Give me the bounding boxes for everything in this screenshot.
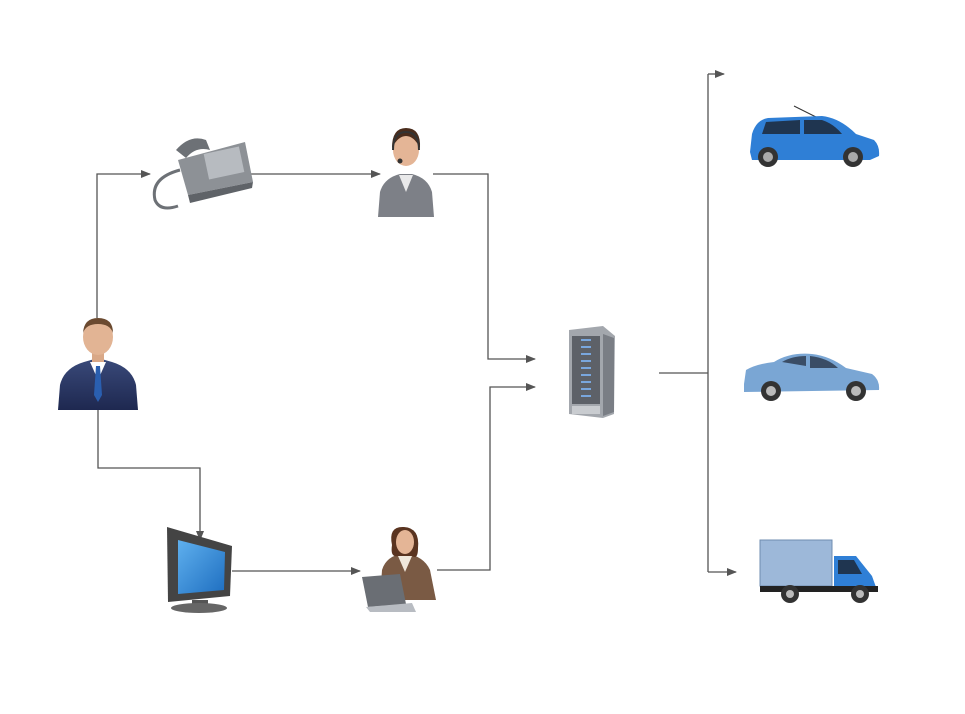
edge-customer-phone xyxy=(96,170,151,318)
server-rack-icon xyxy=(569,326,615,418)
hatchback-car-icon xyxy=(750,105,880,167)
businessman-icon xyxy=(58,318,138,410)
monitor-icon xyxy=(167,527,232,613)
operator-headset-icon xyxy=(378,128,434,217)
edge-customer-computer xyxy=(97,410,204,541)
edge-weboperator-server xyxy=(437,383,536,571)
sedan-car-icon xyxy=(744,353,880,401)
edge-operator-server xyxy=(433,173,536,363)
woman-laptop-icon xyxy=(362,526,436,612)
delivery-truck-icon xyxy=(759,539,878,603)
desk-phone-icon xyxy=(152,138,253,210)
